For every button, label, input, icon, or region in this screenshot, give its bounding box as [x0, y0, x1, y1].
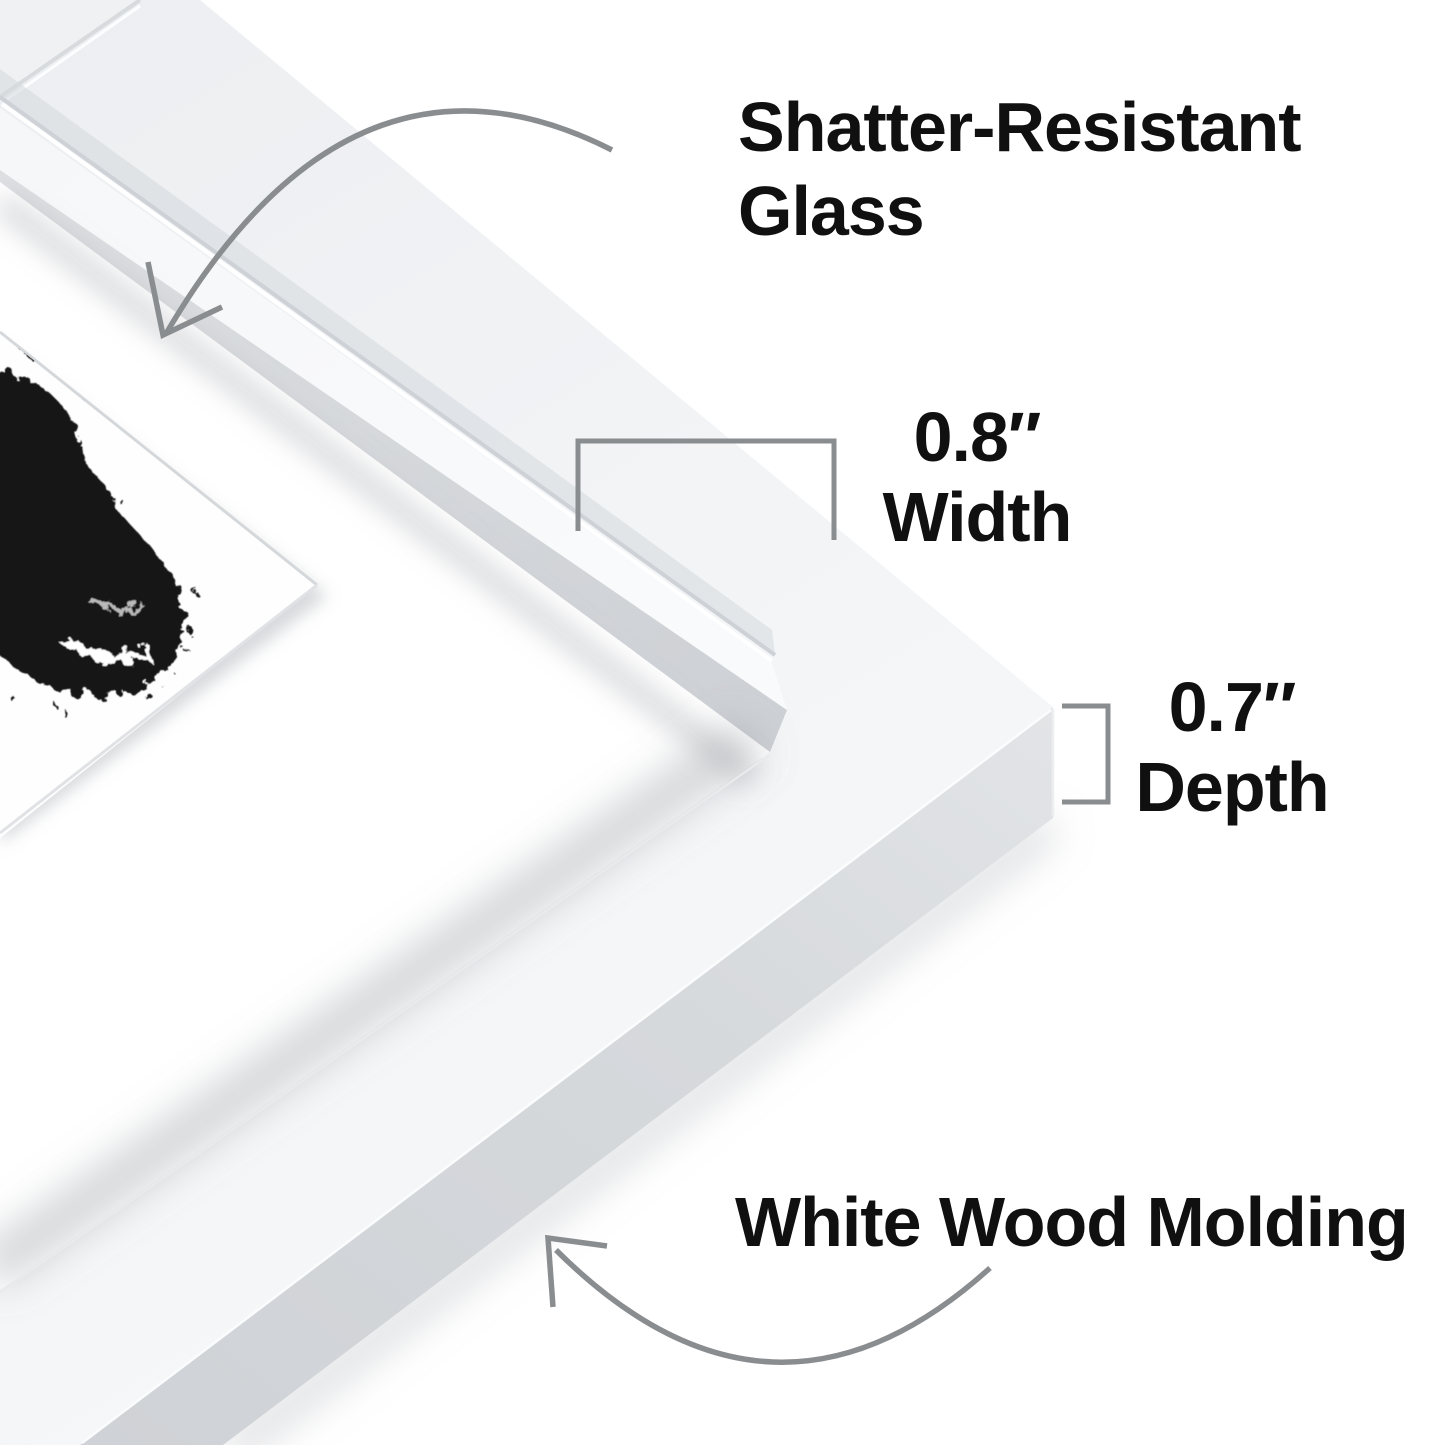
glass-label: Shatter-Resistant Glass — [738, 85, 1302, 253]
print-edge-top — [0, 330, 318, 587]
footprint-ink-blob — [0, 369, 187, 696]
glass-pane — [0, 0, 787, 710]
depth-label: 0.7″ Depth — [1135, 668, 1329, 828]
artwork-print-sheet — [0, 330, 328, 844]
mat-shadow-bottom-arm — [0, 719, 763, 1289]
callout-graphics — [145, 108, 1111, 1365]
frame-lip-highlight — [0, 183, 768, 761]
glass-edge-reflection — [0, 69, 775, 655]
width-caption: Width — [882, 477, 1073, 556]
width-value: 0.8″ — [913, 398, 1042, 476]
ink-speckle — [119, 499, 125, 505]
width-bracket-icon — [575, 438, 837, 540]
glass-label-line1: Shatter-Resistant — [738, 88, 1302, 166]
mat-shadow-top-arm — [0, 192, 760, 788]
depth-caption: Depth — [1135, 747, 1329, 826]
molding-label: White Wood Molding — [735, 1180, 1409, 1264]
mat-edge-bottom-arm — [0, 754, 769, 1294]
ink-speckle — [193, 589, 199, 595]
glass-edge-highlight — [0, 102, 774, 663]
frame-drop-shadow — [220, 816, 1058, 1445]
glass-corner-edge — [0, 0, 142, 99]
glass-edge-line — [0, 95, 777, 657]
ink-speckle — [59, 707, 65, 713]
ink-highlight-streak — [58, 633, 155, 664]
ink-speckle — [11, 697, 17, 703]
ink-speckle — [185, 649, 191, 655]
ink-speckle — [148, 696, 156, 704]
molding-top-face — [0, 0, 1053, 1445]
glass-rebate-brightness — [0, 108, 787, 710]
depth-bracket-icon — [1062, 703, 1111, 805]
curved-arrow-icon — [545, 1234, 992, 1365]
depth-value: 0.7″ — [1168, 668, 1297, 746]
width-label: 0.8″ Width — [882, 398, 1073, 558]
curved-arrow-icon — [145, 108, 614, 339]
ink-highlight-streak — [86, 595, 146, 613]
molding-bottom-arris-highlight — [81, 709, 1052, 1444]
glass-corner-edge-highlight — [5, 4, 141, 102]
glass-label-line2: Glass — [738, 172, 925, 250]
print-edge-bottom — [0, 583, 318, 835]
molding-label-text: White Wood Molding — [735, 1183, 1409, 1261]
frame-lip-face — [0, 170, 787, 752]
